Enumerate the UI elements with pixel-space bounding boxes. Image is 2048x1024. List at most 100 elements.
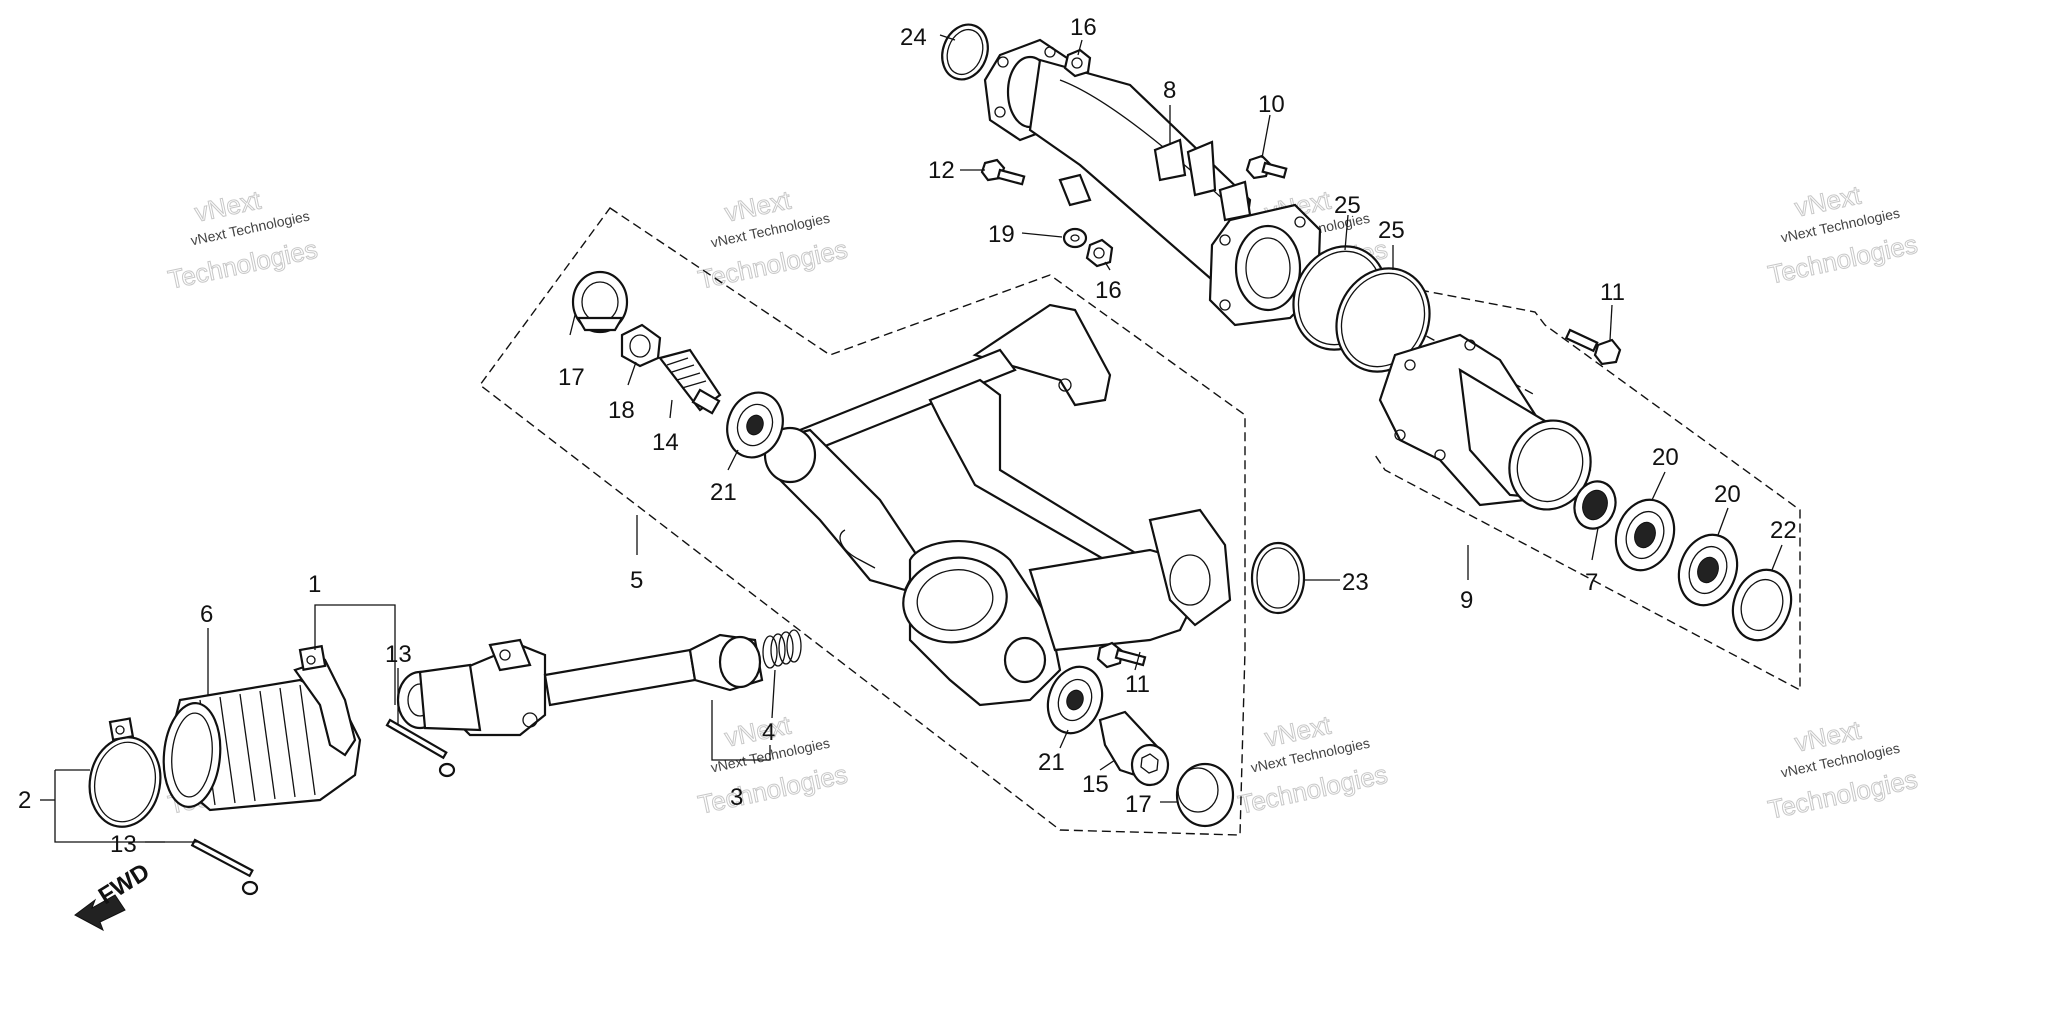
leader-11b bbox=[1134, 651, 1141, 671]
pivot-bolt-part-15 bbox=[1098, 710, 1170, 787]
leader-11a bbox=[1609, 304, 1613, 341]
callout-13: 13 bbox=[110, 831, 137, 858]
bearing-part-20-b bbox=[1677, 533, 1739, 607]
callout-22: 22 bbox=[1770, 517, 1797, 544]
leader-16a bbox=[1077, 39, 1083, 56]
callout-13: 13 bbox=[385, 641, 412, 668]
o-ring-part-23-inner bbox=[1256, 547, 1300, 609]
spring-part-4 bbox=[762, 629, 802, 669]
o-ring-part-25-b bbox=[1335, 267, 1431, 373]
group-outline-axle-housing bbox=[1374, 289, 1801, 692]
leader-25a bbox=[1344, 214, 1349, 251]
leader-7 bbox=[1591, 527, 1599, 561]
leader-10 bbox=[1261, 114, 1271, 159]
screw-part-13-lower bbox=[190, 838, 259, 896]
watermark-4: vNext vNext Technologies Technologies bbox=[1765, 179, 1921, 290]
watermark-2: vNext vNext Technologies Technologies bbox=[695, 184, 851, 295]
o-ring-part-24-inner bbox=[946, 28, 984, 76]
callout-20: 20 bbox=[1714, 481, 1741, 508]
leader-14 bbox=[669, 399, 673, 419]
gear-case-part-9 bbox=[1378, 333, 1592, 511]
leader-16b bbox=[1104, 261, 1111, 271]
callout-15: 15 bbox=[1082, 771, 1109, 798]
screw-part-13-upper bbox=[385, 718, 456, 778]
callout-19: 19 bbox=[988, 221, 1015, 248]
watermark-bottom: Technologies bbox=[165, 234, 320, 295]
callout-1: 1 bbox=[308, 571, 321, 598]
o-ring-part-25-b-inner bbox=[1340, 272, 1426, 368]
callout-21: 21 bbox=[710, 479, 737, 506]
callout-24: 24 bbox=[900, 24, 927, 51]
boot-part-6 bbox=[162, 678, 362, 812]
callout-10: 10 bbox=[1258, 91, 1285, 118]
lock-nut-part-18 bbox=[620, 323, 662, 368]
bolt-part-10 bbox=[1245, 154, 1288, 180]
o-ring-part-24 bbox=[941, 23, 989, 81]
callout-12: 12 bbox=[928, 157, 955, 184]
callout-25: 25 bbox=[1334, 192, 1361, 219]
callout-23: 23 bbox=[1342, 569, 1369, 596]
callout-11: 11 bbox=[1125, 671, 1150, 698]
leader-19 bbox=[1021, 232, 1063, 238]
watermark-7: vNext vNext Technologies Technologies bbox=[1235, 709, 1391, 820]
fwd-label: FWD bbox=[94, 858, 155, 910]
washer-part-19 bbox=[1062, 227, 1088, 249]
leader-4 bbox=[771, 669, 776, 719]
watermark-8: vNext vNext Technologies Technologies bbox=[1765, 714, 1921, 825]
axle-tube-part-8 bbox=[983, 38, 1322, 327]
bolt-part-11-top bbox=[1564, 328, 1622, 366]
fwd-direction-arrow: FWD bbox=[74, 858, 155, 932]
cap-part-17-lower bbox=[1175, 762, 1235, 828]
pivot-bolt-part-14 bbox=[658, 348, 722, 415]
callout-14: 14 bbox=[652, 429, 679, 456]
callout-6: 6 bbox=[200, 601, 213, 628]
callout-11: 11 bbox=[1600, 279, 1625, 306]
washer-part-19-hole bbox=[1070, 234, 1080, 242]
callout-4: 4 bbox=[762, 719, 775, 746]
callout-2: 2 bbox=[18, 787, 31, 814]
callout-17: 17 bbox=[558, 364, 585, 391]
bearing-part-21-lower bbox=[1046, 665, 1104, 735]
leader-1 bbox=[314, 604, 396, 705]
leader-18 bbox=[627, 361, 637, 386]
swingarm-part-5 bbox=[763, 303, 1232, 707]
nut-part-16-lower bbox=[1085, 238, 1114, 268]
leader-20b bbox=[1717, 507, 1729, 536]
callout-20: 20 bbox=[1652, 444, 1679, 471]
clamp-part-1 bbox=[293, 644, 357, 757]
callout-7: 7 bbox=[1585, 569, 1598, 596]
leader-22 bbox=[1771, 544, 1783, 571]
leader-2-13b bbox=[54, 770, 165, 843]
bolt-part-12 bbox=[980, 158, 1026, 186]
bolt-part-11-lower bbox=[1096, 641, 1147, 669]
callout-17: 17 bbox=[1125, 791, 1152, 818]
bearing-part-20-a bbox=[1614, 498, 1676, 572]
callout-8: 8 bbox=[1163, 77, 1176, 104]
callout-9: 9 bbox=[1460, 587, 1473, 614]
callout-16: 16 bbox=[1070, 14, 1097, 41]
oil-seal-part-7-inner bbox=[1582, 489, 1608, 521]
cap-part-17-top bbox=[571, 270, 629, 334]
callout-16: 16 bbox=[1095, 277, 1122, 304]
callout-18: 18 bbox=[608, 397, 635, 424]
leader-21a bbox=[727, 449, 739, 471]
bearing-part-21-upper bbox=[726, 391, 784, 459]
leader-17a bbox=[569, 314, 576, 336]
watermark-1: vNext vNext Technologies Technologies bbox=[165, 184, 321, 295]
callout-21: 21 bbox=[1038, 749, 1065, 776]
clamp-part-2 bbox=[88, 717, 162, 828]
leader-24 bbox=[939, 34, 956, 41]
leader-20a bbox=[1651, 471, 1666, 501]
callout-5: 5 bbox=[630, 567, 643, 594]
leader-3 bbox=[711, 700, 771, 761]
callout-3: 3 bbox=[730, 784, 743, 811]
leader-15 bbox=[1099, 759, 1116, 771]
drive-shaft-part-3 bbox=[396, 633, 764, 737]
nut-part-16-top bbox=[1063, 48, 1092, 78]
group-outline-swingarm bbox=[479, 207, 1246, 836]
oil-seal-part-22 bbox=[1731, 568, 1793, 642]
leader-21b bbox=[1059, 729, 1069, 749]
o-ring-part-23 bbox=[1250, 541, 1306, 615]
callout-25: 25 bbox=[1378, 217, 1405, 244]
